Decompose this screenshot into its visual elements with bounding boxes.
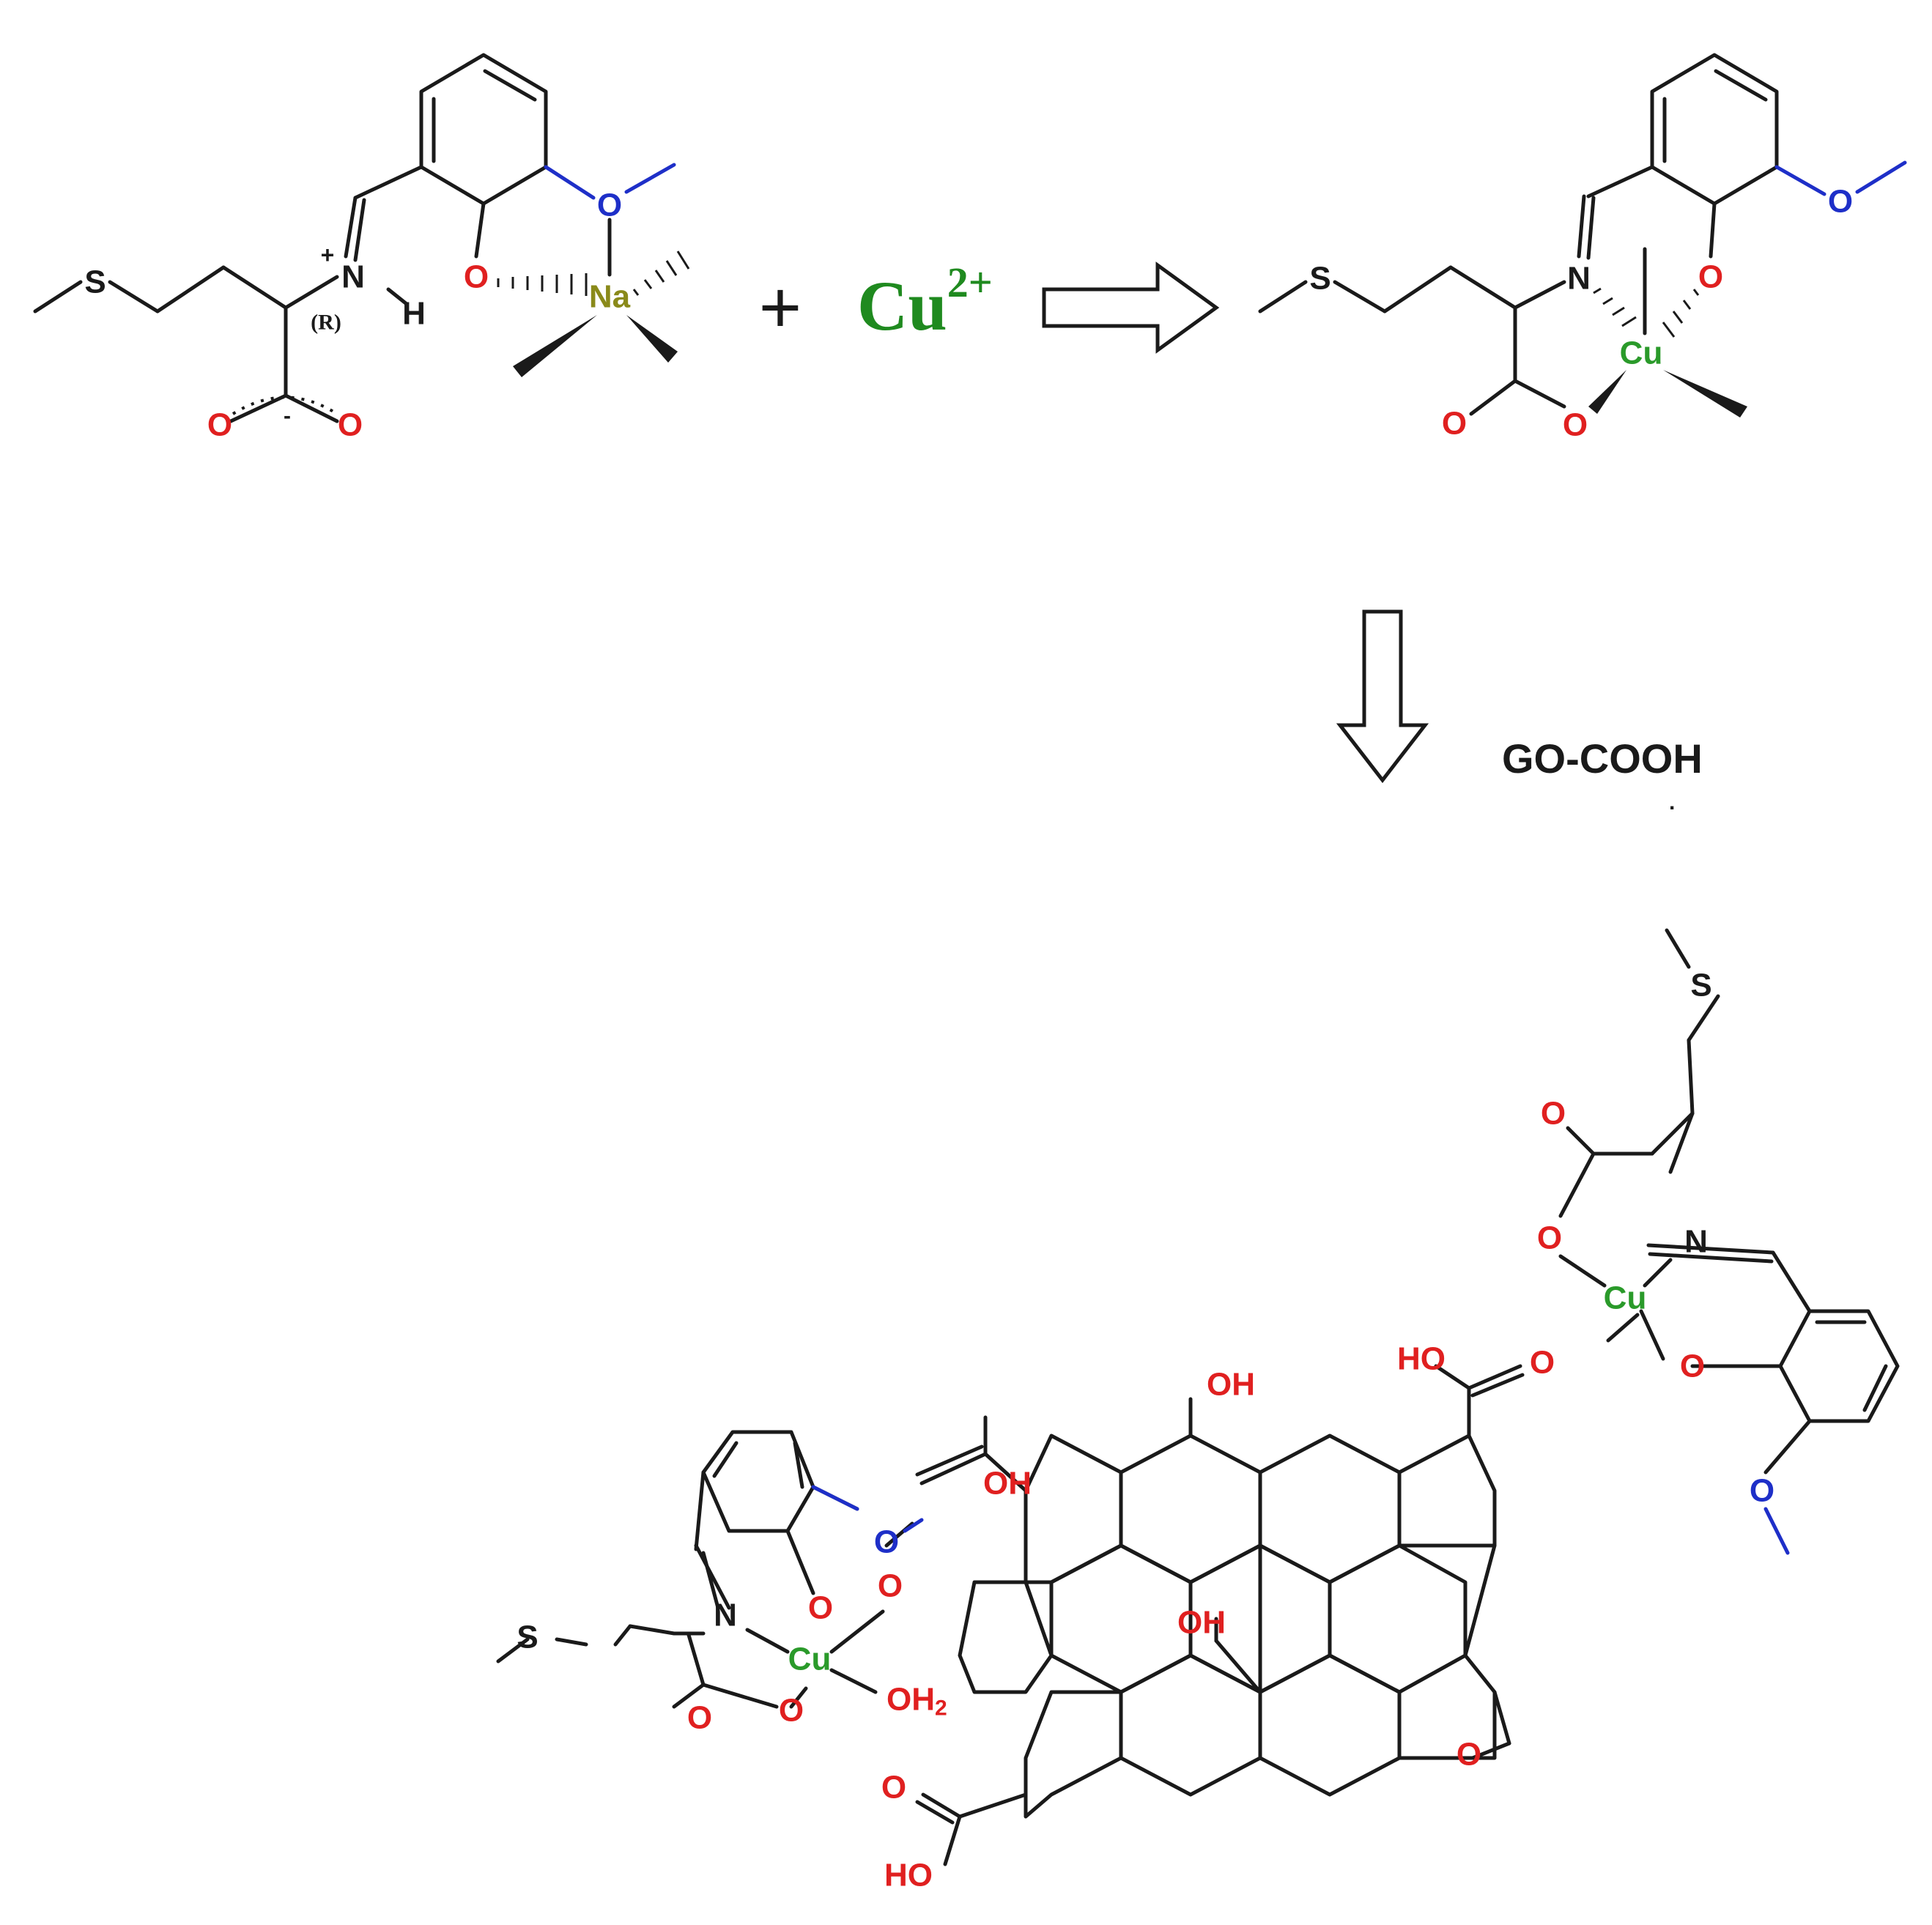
ligand-sodium-complex: S N + H (R) O O Na O O - xyxy=(33,53,690,443)
left-imine-nitrogen: N xyxy=(714,1598,737,1633)
imine-nitrogen: N xyxy=(1567,261,1591,297)
left-coordinated-oxygen: O xyxy=(779,1693,804,1729)
left-sulfur: S xyxy=(517,1620,538,1655)
methoxy-bond xyxy=(1774,165,1826,196)
methyl-bond xyxy=(1855,160,1907,194)
copper-ion-charge: 2+ xyxy=(947,259,993,306)
hydrogen-atom: H xyxy=(402,296,426,332)
go-carbonyl-oxygen-bottom: O xyxy=(881,1770,906,1806)
go-hydroxyl-left: OH xyxy=(983,1466,1032,1502)
left-aqua-ligand: OH2 xyxy=(887,1682,947,1721)
reaction-arrow-right xyxy=(1042,262,1220,354)
right-methoxy-bond xyxy=(1763,1507,1790,1555)
left-methoxy-bond xyxy=(811,1485,859,1511)
plus-sign: + xyxy=(759,267,802,349)
stereo-descriptor: (R) xyxy=(311,311,341,335)
copper-complex-bonds xyxy=(1258,53,1779,416)
hashed-bond-o-na xyxy=(497,273,588,296)
wedge-bond-right xyxy=(626,315,678,363)
carboxylate-oxygen-1: O xyxy=(207,407,232,443)
left-complex-bonds xyxy=(496,1430,914,1709)
go-hydroxyl-top: OH xyxy=(1207,1367,1255,1403)
left-phenoxide-oxygen: O xyxy=(808,1590,833,1626)
graphene-sheet-bonds xyxy=(915,1364,1525,1866)
right-copper: Cu xyxy=(1604,1280,1647,1316)
sodium-atom: Na xyxy=(589,279,631,315)
copper-atom: Cu xyxy=(1620,335,1663,371)
phenoxide-oxygen: O xyxy=(464,259,489,295)
ligand-bonds xyxy=(33,53,548,423)
right-coordinated-oxygen: O xyxy=(1537,1220,1562,1256)
go-hydroxyl-center: OH xyxy=(1177,1605,1226,1641)
hashed-bond-n-cu xyxy=(1593,287,1637,327)
hashed-bond-o-cu xyxy=(1662,289,1700,338)
left-copper: Cu xyxy=(788,1642,832,1677)
go-epoxide-oxygen: O xyxy=(1457,1737,1481,1773)
nitrogen-charge: + xyxy=(321,242,335,268)
right-sulfur: S xyxy=(1690,968,1711,1004)
right-methoxy-oxygen: O xyxy=(1750,1473,1774,1509)
reagent-dot: . xyxy=(1669,790,1675,815)
wedge-bond-cu-o xyxy=(1588,370,1626,414)
copper-ion: Cu2+ xyxy=(857,259,993,345)
left-methoxy-oxygen: O xyxy=(874,1524,899,1560)
methoxy-bond xyxy=(544,165,596,200)
left-aqua-oh: OH xyxy=(887,1682,935,1718)
methyl-bond xyxy=(624,163,676,194)
methoxy-oxygen: O xyxy=(597,188,622,223)
left-methyl-bond xyxy=(903,1518,924,1533)
wedge-bond-left xyxy=(513,315,597,377)
sulfur-atom: S xyxy=(1309,261,1330,297)
left-aqua-subscript: 2 xyxy=(935,1696,947,1721)
right-phenoxide-oxygen: O xyxy=(1680,1349,1705,1384)
reaction-arrow-down xyxy=(1336,609,1429,784)
right-imine-nitrogen: N xyxy=(1684,1224,1708,1260)
sulfur-atom: S xyxy=(84,264,106,300)
coordinated-oxygen: O xyxy=(1563,407,1588,443)
hashed-bond-na-right xyxy=(632,251,690,296)
copper-ion-symbol: Cu xyxy=(857,267,947,345)
go-hydroxyl-top-right: HO xyxy=(1397,1341,1446,1377)
imine-nitrogen: N xyxy=(341,259,365,295)
wedge-bond-cu-right xyxy=(1663,370,1747,418)
phenoxide-oxygen: O xyxy=(1698,259,1723,295)
left-carbonyl-oxygen: O xyxy=(687,1700,712,1736)
carbonyl-oxygen: O xyxy=(1442,406,1467,442)
go-ester-oxygen: O xyxy=(1530,1345,1555,1381)
carboxylate-oxygen-2: O xyxy=(338,407,363,443)
go-hybrid: S O O N Cu O O HO O OH OH OH O O HO O O … xyxy=(496,928,1900,1894)
right-complex-bonds xyxy=(1558,928,1900,1475)
left-go-oxygen: O xyxy=(878,1568,903,1604)
copper-complex: S N Cu O O O O xyxy=(1258,53,1907,443)
reagent-label: GO-COOH xyxy=(1502,735,1703,782)
go-hydroxyl-bottom: HO xyxy=(884,1858,933,1894)
right-carbonyl-oxygen: O xyxy=(1541,1096,1566,1132)
carboxylate-charge: - xyxy=(284,404,291,429)
methoxy-oxygen: O xyxy=(1828,184,1853,220)
